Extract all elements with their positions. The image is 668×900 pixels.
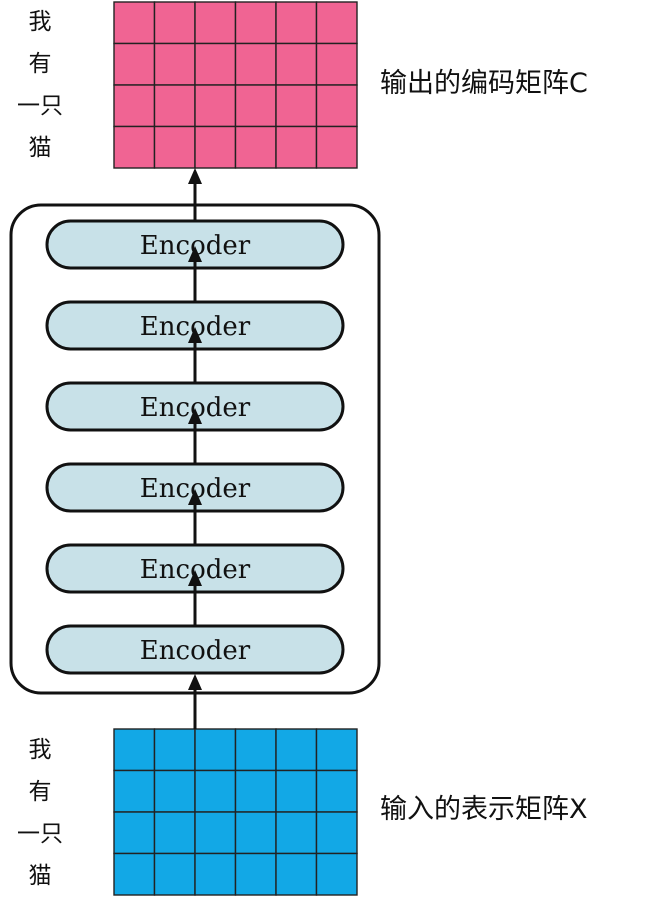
- matrix-cell: [113, 811, 156, 855]
- matrix-cell: [275, 728, 318, 772]
- matrix-cell: [153, 84, 196, 128]
- matrix-cell: [275, 42, 318, 86]
- arrow-head: [188, 246, 202, 262]
- matrix-cell: [234, 42, 277, 86]
- matrix-cell: [275, 84, 318, 128]
- matrix-cell: [234, 1, 277, 45]
- matrix-cell: [194, 811, 237, 855]
- matrix-cell: [194, 852, 237, 896]
- matrix-cell: [194, 728, 237, 772]
- matrix-cell: [315, 1, 358, 45]
- matrix-cell: [153, 852, 196, 896]
- matrix-cell: [315, 728, 358, 772]
- matrix-cell: [194, 42, 237, 86]
- matrix-cell: [194, 84, 237, 128]
- matrix-cell: [234, 811, 277, 855]
- matrix-cell: [234, 125, 277, 169]
- matrix-cell: [113, 769, 156, 813]
- output-token: 我: [28, 9, 52, 35]
- input-token: 有: [28, 779, 52, 805]
- matrix-cell: [113, 728, 156, 772]
- matrix-cell: [194, 769, 237, 813]
- matrix-cell: [194, 125, 237, 169]
- matrix-cell: [234, 728, 277, 772]
- arrow-head: [188, 408, 202, 424]
- matrix-cell: [315, 852, 358, 896]
- output-token: 有: [28, 51, 52, 77]
- encoder-label: Encoder: [140, 636, 251, 666]
- matrix-cell: [234, 852, 277, 896]
- matrix-cell: [275, 852, 318, 896]
- matrix-cell: [315, 84, 358, 128]
- matrix-cell: [113, 1, 156, 45]
- arrow-head: [188, 327, 202, 343]
- output-token: 一只: [17, 93, 63, 119]
- matrix-cell: [153, 728, 196, 772]
- matrix-cell: [234, 84, 277, 128]
- output-token: 猫: [28, 135, 52, 161]
- input-token: 一只: [17, 821, 63, 847]
- input-token: 猫: [28, 863, 52, 889]
- matrix-cell: [113, 42, 156, 86]
- encoder-stack: EncoderEncoderEncoderEncoderEncoderEncod…: [45, 219, 345, 675]
- arrows: [188, 168, 202, 729]
- matrix-cell: [113, 84, 156, 128]
- input-token: 我: [28, 737, 52, 763]
- matrix-cell: [234, 769, 277, 813]
- matrix-cell: [153, 811, 196, 855]
- matrix-cell: [153, 1, 196, 45]
- input-token-column: 我 有 一只 猫: [10, 728, 70, 898]
- output-token-column: 我 有 一只 猫: [10, 0, 70, 170]
- matrix-cell: [153, 42, 196, 86]
- output-matrix-caption: 输出的编码矩阵C: [380, 68, 588, 99]
- matrix-cell: [275, 811, 318, 855]
- output-matrix: [113, 1, 358, 169]
- matrix-cell: [275, 125, 318, 169]
- matrix-cell: [315, 769, 358, 813]
- matrix-cell: [315, 42, 358, 86]
- matrix-cell: [113, 125, 156, 169]
- arrow-head: [188, 489, 202, 505]
- arrow-head: [188, 570, 202, 586]
- matrix-cell: [315, 125, 358, 169]
- matrix-cell: [315, 811, 358, 855]
- arrow-head: [188, 168, 202, 184]
- matrix-cell: [275, 769, 318, 813]
- matrix-cell: [275, 1, 318, 45]
- matrix-cell: [153, 769, 196, 813]
- matrix-cell: [153, 125, 196, 169]
- input-matrix-caption: 输入的表示矩阵X: [380, 794, 588, 825]
- matrix-cell: [194, 1, 237, 45]
- matrix-cell: [113, 852, 156, 896]
- input-matrix: [113, 728, 358, 896]
- arrow-head: [188, 674, 202, 690]
